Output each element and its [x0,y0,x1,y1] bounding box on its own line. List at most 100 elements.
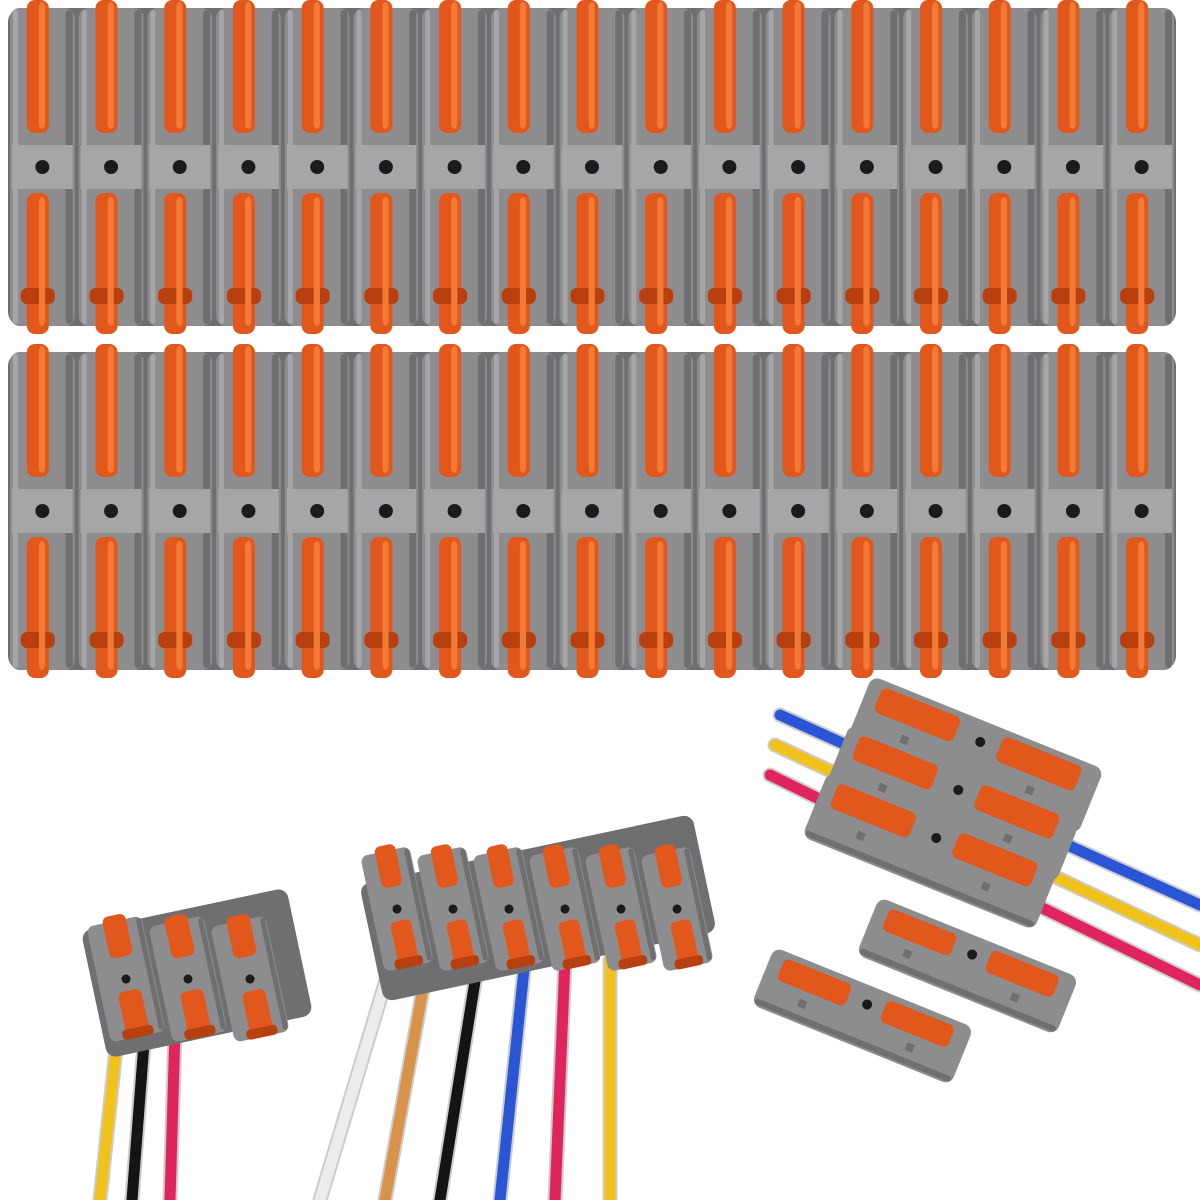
connector [353,0,419,334]
lever-top [374,844,402,888]
lever-top [370,344,393,477]
lever-top-highlight [245,2,252,129]
wire-port-right [1002,833,1013,844]
connector-strip-top [8,0,1176,334]
test-hole [997,160,1012,174]
lever-bottom [26,193,49,334]
lever-bottom-highlight [38,541,46,670]
lever-bottom [1057,193,1080,334]
lever-top-highlight [1138,2,1145,129]
lever-top [232,0,255,133]
lever-bottom-highlight [1000,197,1007,326]
connector [211,913,289,1042]
lever-bottom-tab [20,632,55,648]
lever-bottom-tab [618,955,648,970]
lever-bottom [782,193,805,334]
test-hole [791,504,806,518]
test-hole [722,160,737,174]
lever-bottom-highlight [451,541,458,670]
lever-top [645,344,668,477]
lever-top [542,844,570,888]
lever-bottom-highlight [657,541,664,670]
test-hole [585,504,599,518]
connector [284,0,350,334]
test-hole [448,904,458,914]
lever-top-highlight [1000,346,1007,473]
connector-bottom-shadow [859,948,1056,1032]
lever-bottom [95,537,118,678]
lever-bottom-tab [122,1024,154,1040]
lever-bottom-tab [89,632,124,648]
connector [834,0,900,334]
lever-top-highlight [245,346,252,473]
lever-right [974,785,1060,839]
lever-top [920,0,942,133]
test-hole [35,504,50,518]
lever-top-highlight [176,2,183,129]
lever-bottom-tab [158,632,193,648]
lever-top [95,344,118,477]
connector [147,344,213,678]
test-hole [1134,504,1149,518]
lever-bottom [645,193,668,334]
connector [559,0,625,334]
wire-blue [494,954,531,1200]
lever-top [576,0,599,133]
lever-bottom [439,193,462,334]
lever-bottom-tab [776,288,811,304]
lever-bottom-highlight [382,197,389,326]
lever-top-highlight [313,346,320,473]
lever-bottom [713,537,736,678]
lever-top-highlight [313,2,320,129]
lever-bottom-tab [433,288,468,304]
lever-top-highlight [794,2,801,129]
connector-bottom-shadow [754,998,951,1082]
wire-black [126,1024,151,1200]
lever-bottom-highlight [313,197,320,326]
lever-bottom [576,193,599,334]
lever-bottom-highlight [107,541,114,670]
lever-bottom [507,537,530,678]
lever-bottom-highlight [1069,197,1076,326]
connector [417,844,489,971]
lever-bottom-highlight [176,541,183,670]
lever-bottom [988,537,1011,678]
lever-bottom [920,193,942,334]
stacked-inline-connectors [804,678,1102,928]
connector [78,344,144,678]
lever-bottom-tab [776,632,811,648]
connector [473,844,545,971]
lever-top-highlight [932,346,939,473]
lever-top-highlight [1069,2,1076,129]
lever-left [852,736,938,790]
lever-bottom-tab [1120,288,1155,304]
lever-top-highlight [1000,2,1007,129]
test-hole [928,504,943,518]
wire-port-left [899,734,910,746]
lever-bottom [26,537,49,678]
lever-top [851,344,874,477]
connector [1040,344,1106,678]
connector-side-shadow [516,848,544,961]
connector-bottom-shadow [805,830,1035,927]
lever-bottom-highlight [1069,541,1076,670]
lever-top-highlight [588,2,595,129]
connector [422,0,487,334]
lever-top-highlight [451,2,458,129]
lever-bottom-highlight [1000,541,1007,670]
test-hole [953,785,964,796]
connector [361,844,433,971]
lever-bottom [851,193,874,334]
connector [628,0,694,334]
lever-bottom [232,193,255,334]
lever-top [430,844,458,888]
six-way-connector-group [361,815,715,1001]
connector-side-shadow [260,918,288,1030]
lever-bottom-highlight [725,541,733,670]
connector [585,844,657,971]
test-hole [35,160,50,174]
test-hole [975,737,986,748]
lever-bottom [1126,193,1149,334]
wire-port-left [901,948,913,960]
lever-top [576,344,599,477]
